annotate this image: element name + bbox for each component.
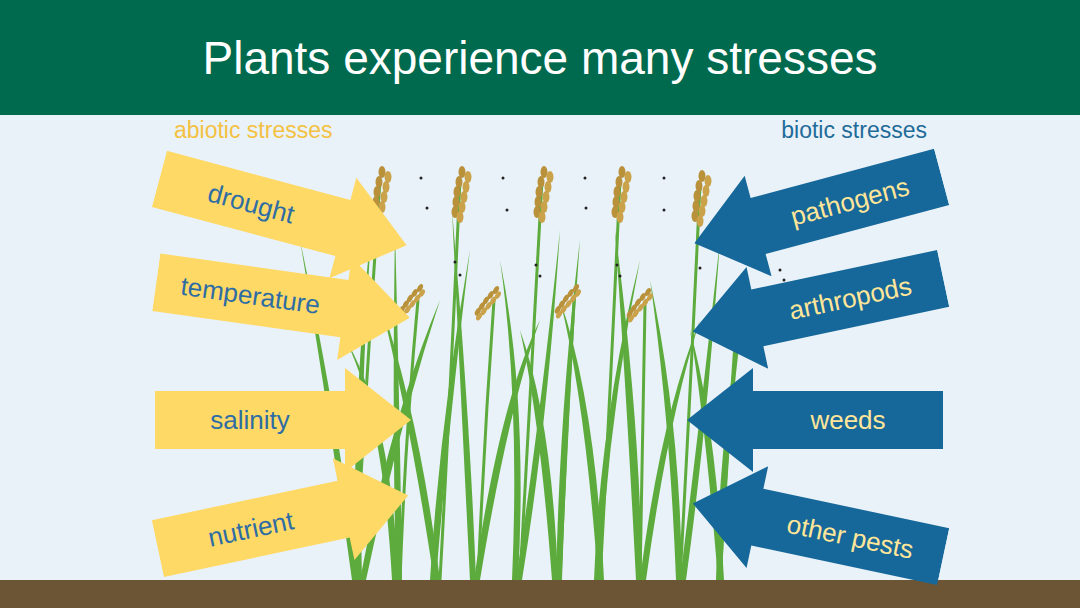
stress-label: other pests: [784, 508, 916, 565]
group-label: biotic stresses: [781, 117, 927, 144]
arrow-body: other pests: [751, 489, 949, 585]
stress-label: temperature: [179, 270, 322, 320]
arrow-body: nutrient: [152, 481, 350, 577]
arrow-body: arthropods: [751, 250, 949, 346]
arrow-fill: [687, 368, 943, 472]
arrow-fill: [147, 445, 419, 600]
abiotic-arrow: salinity: [155, 368, 411, 472]
arrow-fill: [149, 231, 417, 370]
arrow-body: pathogens: [751, 149, 950, 254]
arrow-body: drought: [152, 151, 351, 256]
arrow-body: temperature: [152, 253, 348, 337]
ground: [0, 580, 1080, 608]
seed-heads: [372, 166, 748, 326]
stems: [355, 180, 738, 580]
biotic-arrow: weeds: [687, 368, 943, 472]
arrow-body: weeds: [753, 391, 943, 449]
stress-label: drought: [205, 177, 298, 230]
stress-label: salinity: [210, 405, 289, 436]
arrow-fill: [682, 228, 954, 383]
arrow-fill: [155, 368, 411, 472]
stress-label: nutrient: [205, 505, 296, 553]
stress-label: weeds: [810, 405, 885, 436]
slide-title: Plants experience many stresses: [0, 0, 1080, 115]
abiotic-arrow: nutrient: [147, 445, 419, 600]
stress-label: arthropods: [786, 270, 914, 326]
group-label: abiotic stresses: [174, 117, 333, 144]
stress-label: pathogens: [787, 171, 912, 232]
arrow-body: salinity: [155, 391, 345, 449]
arrow-fill: [682, 453, 954, 608]
